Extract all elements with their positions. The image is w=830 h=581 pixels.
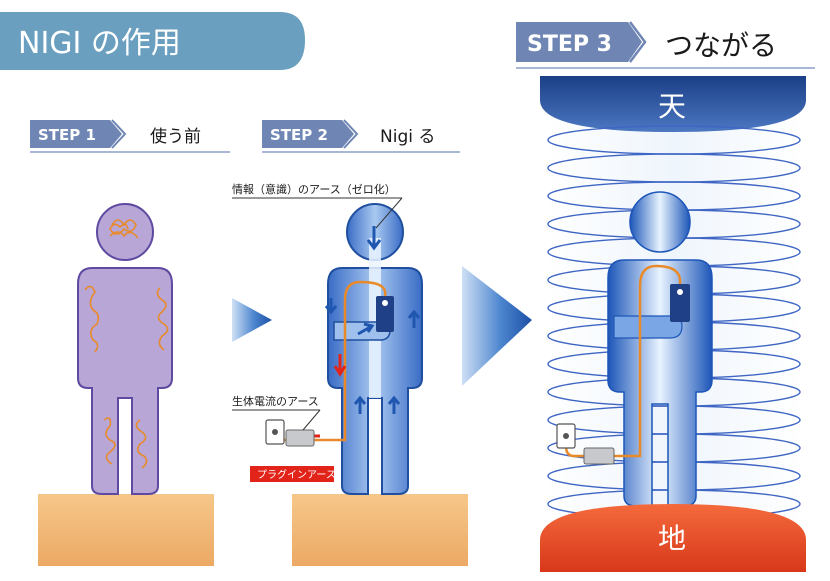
earth-dome	[540, 504, 806, 572]
ground-step-2	[292, 494, 468, 566]
figure-step-2	[265, 203, 423, 495]
plugin-earth-badge: プラグインアース	[250, 466, 336, 482]
outlet-hole	[563, 433, 569, 439]
plug-adapter	[285, 429, 315, 447]
earth-label: 地	[658, 522, 686, 555]
step-3-scene: 天 地	[540, 76, 806, 572]
info-earth-label: 情報（意識）のアース（ゼロ化）	[232, 182, 396, 196]
step-3-title: つながる	[665, 29, 777, 62]
heaven-label: 天	[658, 90, 686, 123]
plugin-earth-bg	[250, 466, 334, 482]
step-2-badge-label: STEP 2	[270, 126, 328, 144]
step-arrow-2	[462, 266, 532, 386]
flow-arrow-icon	[407, 309, 421, 328]
step-1-header: STEP 1 使う前	[30, 119, 230, 153]
flow-arrow-icon	[357, 322, 375, 336]
heaven-dome	[540, 76, 806, 132]
step-arrow-1	[232, 298, 272, 342]
step-2-title: Nigi る	[380, 127, 435, 147]
tangled-wire-left-arm	[84, 285, 100, 353]
annotation-bio-earth: 生体電流のアース	[232, 394, 321, 431]
figure-step-1	[77, 203, 173, 495]
outflow-arrow-icon	[333, 354, 347, 377]
chevron-right-icon	[111, 119, 127, 149]
step-1-badge-label: STEP 1	[38, 126, 96, 144]
step-2-badge	[262, 120, 354, 148]
header: NIGI の作用	[0, 12, 305, 70]
nigi-device	[670, 284, 690, 322]
step-1-title: 使う前	[150, 126, 201, 147]
figure-1-body	[77, 267, 173, 495]
figure-3-head	[629, 191, 691, 253]
chevron-right-icon	[629, 21, 647, 63]
step-3-badge	[516, 22, 642, 62]
plug-adapter	[583, 447, 615, 465]
bio-earth-leader	[302, 409, 321, 431]
flow-arrow-icon	[387, 395, 401, 414]
ground-step-1	[38, 494, 214, 566]
outlet-hole	[272, 429, 278, 435]
header-bar	[0, 12, 305, 70]
plugin-earth-label: プラグインアース	[257, 468, 336, 481]
step-2-header: STEP 2 Nigi る	[262, 119, 460, 153]
figure-1-head	[96, 203, 154, 261]
nigi-device	[376, 296, 394, 332]
tangled-wire-legs	[103, 417, 148, 469]
bio-earth-label: 生体電流のアース	[232, 394, 319, 408]
step-1-badge	[30, 120, 122, 148]
step-3-header: STEP 3 つながる	[516, 21, 815, 69]
step-3-badge-label: STEP 3	[527, 32, 612, 57]
page-title: NIGI の作用	[18, 26, 181, 61]
flow-arrow-icon	[366, 226, 382, 251]
flow-arrow-icon	[353, 395, 367, 414]
chevron-right-icon	[343, 119, 359, 149]
ground-cord	[282, 280, 387, 442]
info-earth-leader	[375, 197, 403, 229]
figure-2-light-channel	[369, 238, 381, 398]
nigi-device-button	[382, 300, 388, 306]
tangled-wire-head	[109, 219, 139, 239]
tangled-wire-right-arm	[156, 287, 169, 351]
annotation-info-earth: 情報（意識）のアース（ゼロ化）	[232, 182, 403, 229]
flow-arrow-icon	[324, 298, 338, 315]
nigi-device-button	[677, 289, 683, 295]
